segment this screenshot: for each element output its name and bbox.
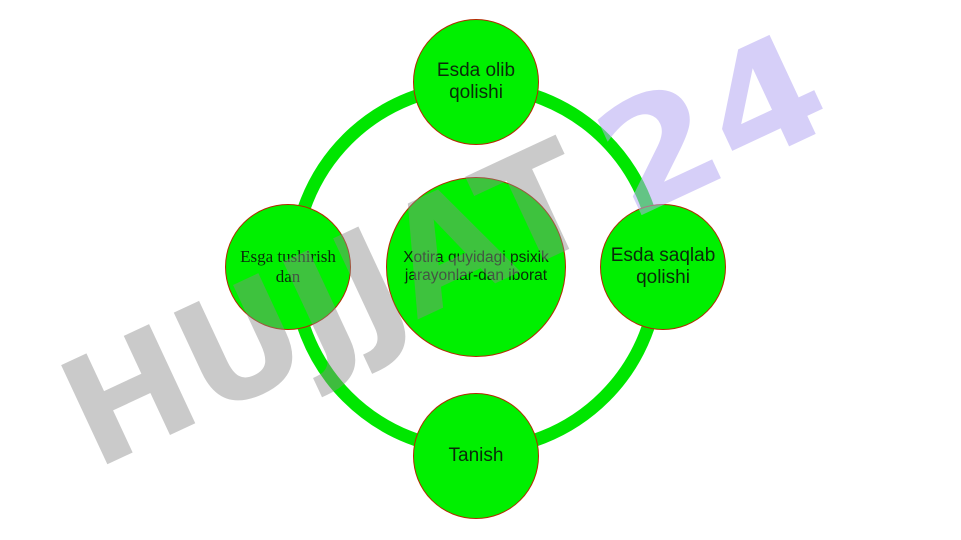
node-center: Xotira quyidagi psixik jarayonlar-dan ib…	[386, 177, 566, 357]
node-top: Esda olib qolishi	[413, 19, 539, 145]
node-right-label: Esda saqlab qolishi	[610, 245, 716, 288]
node-left-label: Esga tushirishdan	[240, 247, 336, 286]
node-left: Esga tushirishdan	[225, 204, 351, 330]
node-center-label: Xotira quyidagi psixik jarayonlar-dan ib…	[403, 249, 549, 284]
node-top-label: Esda olib qolishi	[436, 60, 516, 103]
node-bottom: Tanish	[413, 393, 539, 519]
node-right: Esda saqlab qolishi	[600, 204, 726, 330]
node-bottom-label: Tanish	[448, 445, 504, 467]
